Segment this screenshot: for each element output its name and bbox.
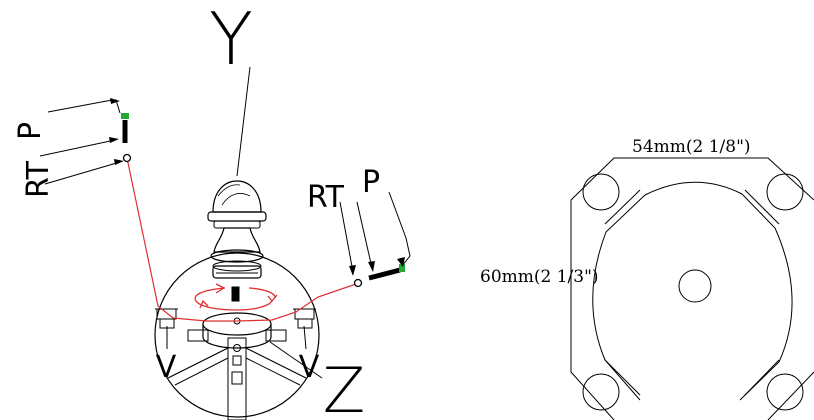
- right-rt-label: RT: [307, 180, 345, 215]
- center-hole: [678, 269, 712, 303]
- rotation-arrows: [194, 283, 278, 311]
- axis-z-label: Z: [323, 354, 365, 420]
- corner-hole-tl: [582, 173, 620, 211]
- right-p-label: P: [362, 165, 380, 200]
- axis-y-label: Y: [209, 0, 253, 81]
- plate-clover: [592, 181, 793, 401]
- corner-hole-tr: [766, 173, 804, 211]
- foot-right-label: V: [299, 350, 320, 385]
- knob-acorn: [212, 180, 262, 213]
- knob-neck: [213, 227, 261, 253]
- left-p-label: P: [13, 122, 48, 140]
- wire-left: [126, 157, 237, 322]
- right-pushpull: [339, 191, 411, 288]
- dim-height-label: 60mm(2 1/3"): [480, 267, 599, 287]
- joystick-assembly: [154, 180, 320, 420]
- leader-lines: [166, 66, 323, 379]
- corner-hole-bl: [582, 373, 620, 411]
- wire-right: [236, 283, 357, 322]
- mounting-plate: [570, 157, 814, 420]
- foot-left-label: V: [156, 350, 177, 385]
- stick-shaft: [231, 286, 240, 302]
- plate-outline: [570, 157, 814, 420]
- foot-mount-right: [293, 308, 316, 329]
- gimbal-sphere: [154, 252, 320, 418]
- stem-bracket: [227, 337, 247, 420]
- corner-hole-br: [766, 373, 804, 411]
- left-pushpull: [39, 98, 132, 185]
- dim-width-label: 54mm(2 1/8"): [632, 137, 751, 157]
- left-rt-label: RT: [21, 160, 56, 198]
- wires: [126, 157, 357, 322]
